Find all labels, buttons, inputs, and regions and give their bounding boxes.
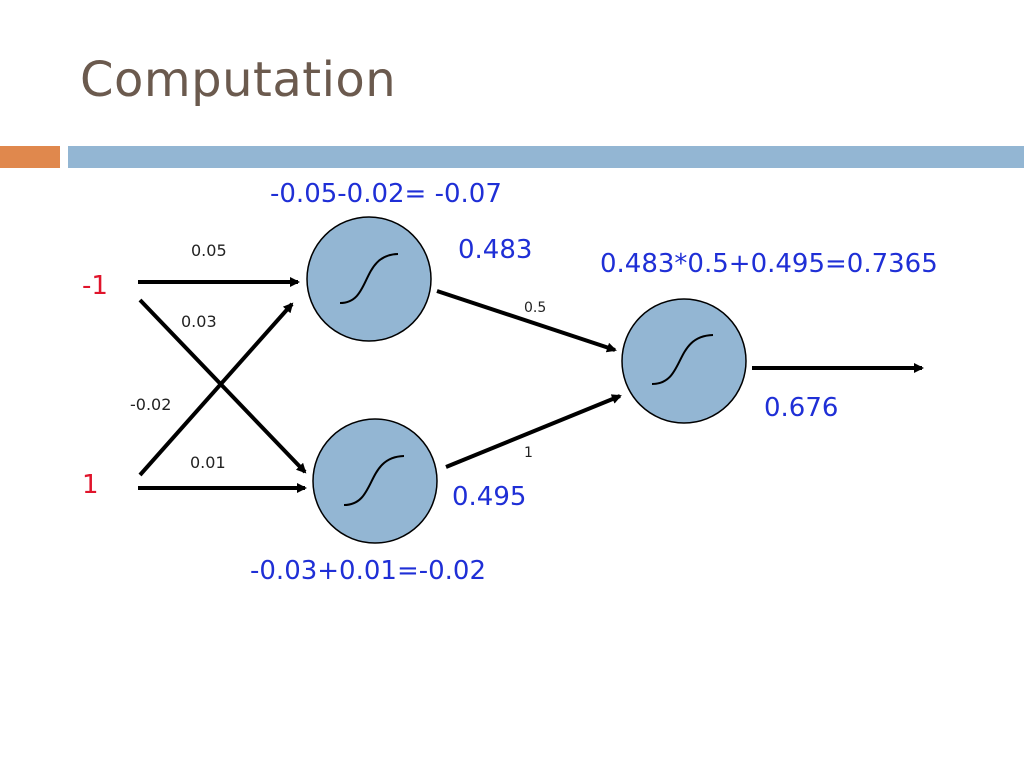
- accent-bar-orange: [0, 146, 60, 168]
- input-top-value: -1: [82, 271, 108, 301]
- weight-top-to-bottom: 0.03: [181, 312, 217, 331]
- input-bottom-value: 1: [82, 470, 99, 500]
- weight-top-to-top: 0.05: [191, 241, 227, 260]
- output-value-label: 0.676: [764, 393, 839, 423]
- output-node: [621, 298, 747, 424]
- accent-bar-blue: [68, 146, 1024, 168]
- weight-hidden1-to-output: 0.5: [524, 300, 547, 316]
- hidden1-output-label: 0.483: [458, 235, 533, 265]
- edge-hidden2-to-output: [445, 394, 622, 469]
- slide-title: Computation: [80, 52, 397, 108]
- edge-hidden1-to-output: [436, 289, 617, 353]
- sigmoid-icon: [343, 455, 405, 506]
- hidden2-output-label: 0.495: [452, 482, 527, 512]
- weight-bottom-to-bottom: 0.01: [190, 453, 226, 472]
- sigmoid-icon: [651, 334, 714, 385]
- hidden-node-1: [306, 216, 432, 342]
- weight-hidden2-to-output: 1: [524, 445, 533, 461]
- sigmoid-icon: [339, 253, 399, 304]
- edge-bottom-to-top: [138, 302, 294, 477]
- output-sum-label: 0.483*0.5+0.495=0.7365: [600, 249, 938, 279]
- weight-bottom-to-top: -0.02: [130, 395, 172, 414]
- hidden2-sum-label: -0.03+0.01=-0.02: [250, 556, 487, 586]
- hidden-node-2: [312, 418, 438, 544]
- edge-top-to-bottom: [138, 298, 307, 474]
- hidden1-sum-label: -0.05-0.02= -0.07: [270, 179, 502, 209]
